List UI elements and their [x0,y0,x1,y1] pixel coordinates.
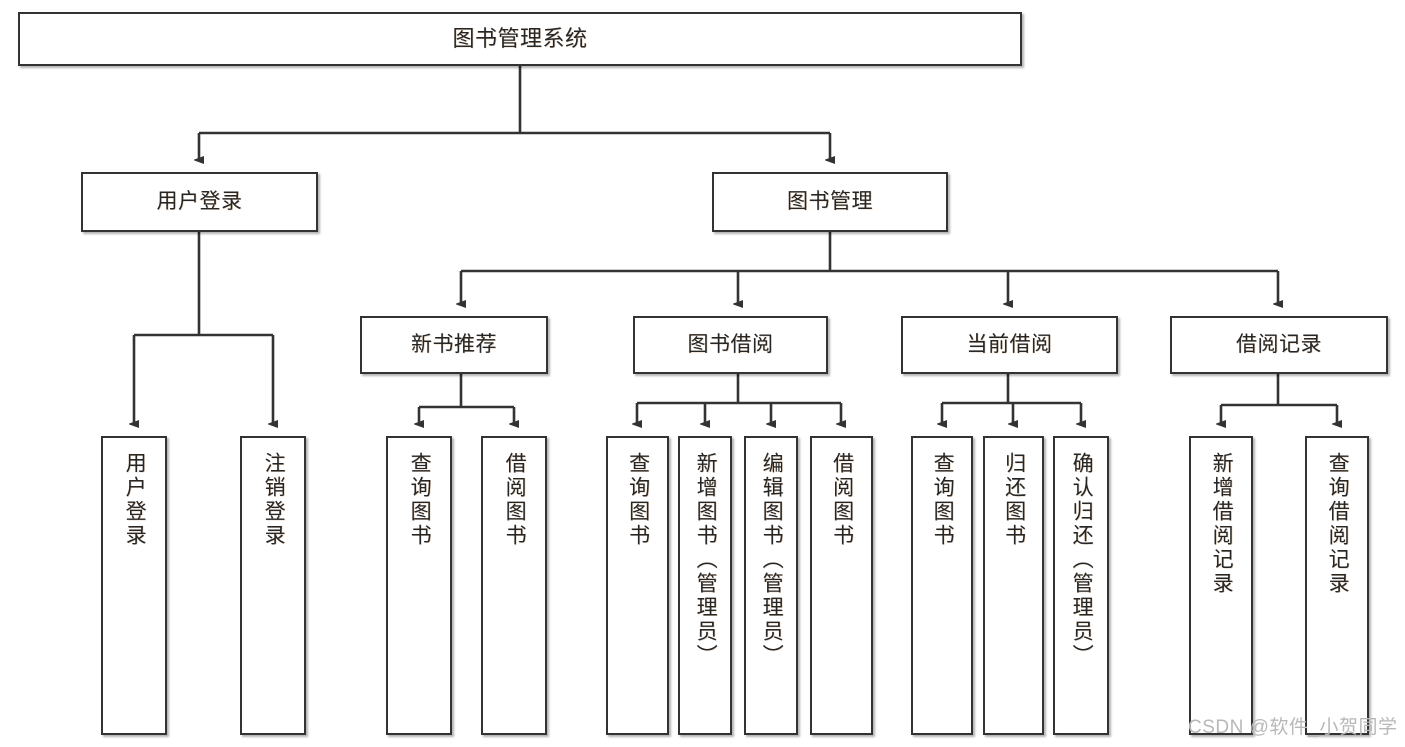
node-label: 借阅图书 [503,452,527,548]
node-root-system[interactable]: 图书管理系统 [18,12,1022,66]
node-label: 图书管理 [787,189,873,213]
node-leaf-edit-book[interactable]: 编辑图书（管理员） [744,436,798,735]
node-leaf-return-book[interactable]: 归还图书 [983,436,1044,735]
node-borrow-record[interactable]: 借阅记录 [1170,316,1388,374]
node-leaf-query-book-2[interactable]: 查询图书 [606,436,669,735]
node-label: 查询图书 [931,452,955,548]
node-current-borrow[interactable]: 当前借阅 [901,316,1118,374]
node-label: 借阅记录 [1236,332,1322,356]
node-label: 查询借阅记录 [1326,452,1350,596]
node-book-manage[interactable]: 图书管理 [712,172,948,232]
node-book-borrow[interactable]: 图书借阅 [633,316,828,374]
node-label: 新增借阅记录 [1210,452,1234,596]
node-leaf-user-login[interactable]: 用户登录 [101,436,167,735]
node-new-book-rec[interactable]: 新书推荐 [360,316,548,374]
node-label: 图书管理系统 [452,26,588,52]
watermark: CSDN @软件_小贺同学 [1188,717,1398,738]
node-leaf-user-logout[interactable]: 注销登录 [240,436,306,735]
node-label: 用户登录 [123,452,147,548]
node-label: 新书推荐 [411,332,497,356]
node-label: 归还图书 [1002,452,1026,548]
node-label: 借阅图书 [830,452,854,548]
node-label: 查询图书 [626,452,650,548]
node-user-login[interactable]: 用户登录 [81,172,318,232]
node-leaf-query-record[interactable]: 查询借阅记录 [1305,436,1369,735]
node-label: 用户登录 [156,189,243,213]
node-label: 新增图书（管理员） [694,452,718,668]
node-label: 查询图书 [408,452,432,548]
node-leaf-borrow-book-2[interactable]: 借阅图书 [810,436,873,735]
node-leaf-add-book[interactable]: 新增图书（管理员） [678,436,732,735]
node-leaf-confirm-return[interactable]: 确认归还（管理员） [1053,436,1109,735]
node-label: 确认归还（管理员） [1070,452,1094,668]
node-label: 注销登录 [262,452,286,548]
node-leaf-add-record[interactable]: 新增借阅记录 [1189,436,1253,735]
node-leaf-query-book-1[interactable]: 查询图书 [386,436,452,735]
node-label: 编辑图书（管理员） [760,452,784,668]
node-label: 图书借阅 [687,332,774,356]
node-leaf-borrow-book-1[interactable]: 借阅图书 [481,436,547,735]
node-label: 当前借阅 [966,332,1053,356]
node-leaf-query-book-3[interactable]: 查询图书 [911,436,973,735]
